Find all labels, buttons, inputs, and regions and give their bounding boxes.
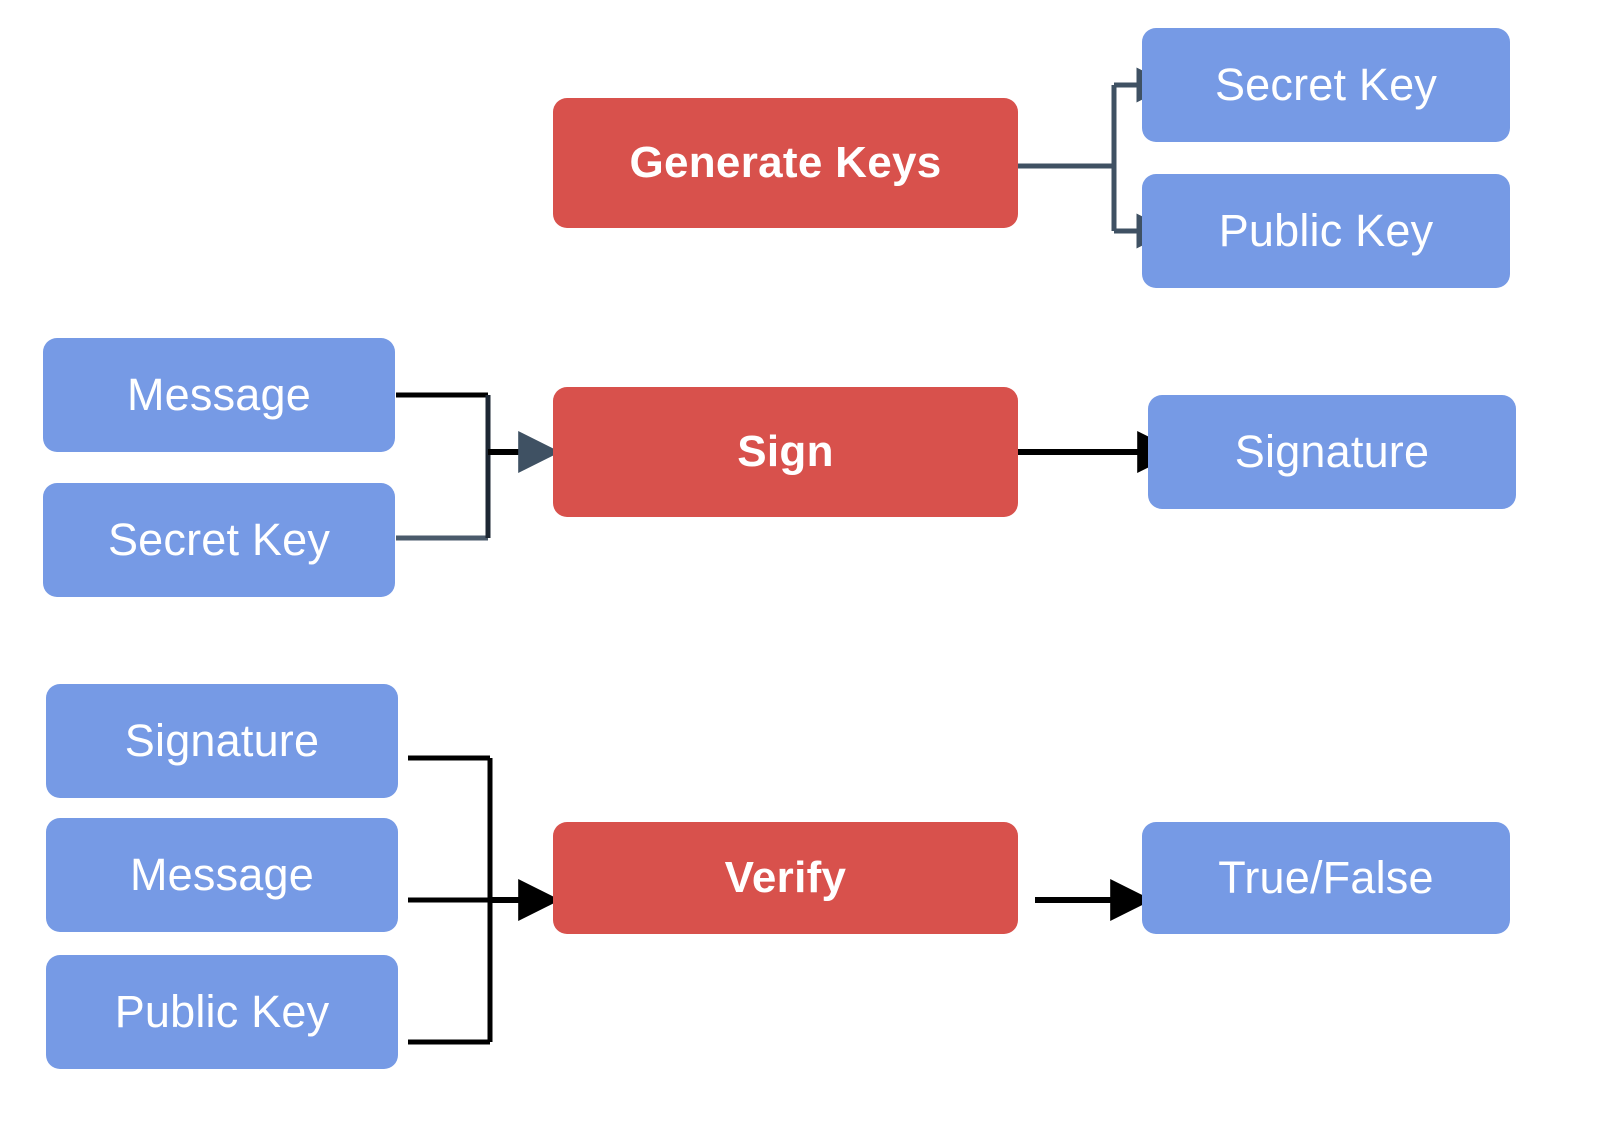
data-node-secret-key-output[interactable]: Secret Key: [1142, 28, 1510, 142]
data-node-public-key-output[interactable]: Public Key: [1142, 174, 1510, 288]
data-node-verify-input-public-key[interactable]: Public Key: [46, 955, 398, 1069]
edge-inputs-to-sign: [396, 392, 561, 541]
data-node-verify-input-signature[interactable]: Signature: [46, 684, 398, 798]
data-node-sign-output-signature[interactable]: Signature: [1148, 395, 1516, 509]
process-node-sign[interactable]: Sign: [553, 387, 1018, 517]
data-node-verify-output-true-false[interactable]: True/False: [1142, 822, 1510, 934]
process-node-generate-keys[interactable]: Generate Keys: [553, 98, 1018, 228]
data-node-verify-input-message[interactable]: Message: [46, 818, 398, 932]
edge-inputs-to-verify: [408, 755, 561, 1045]
data-node-sign-input-message[interactable]: Message: [43, 338, 395, 452]
process-node-verify[interactable]: Verify: [553, 822, 1018, 934]
data-node-sign-input-secret-key[interactable]: Secret Key: [43, 483, 395, 597]
